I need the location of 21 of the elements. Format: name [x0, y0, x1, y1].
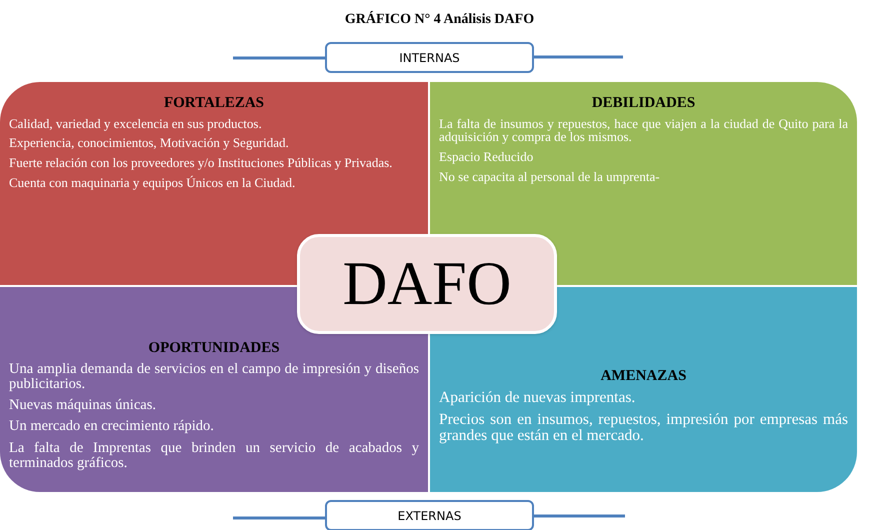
item-text: Cuenta con maquinaria y equipos Únicos en la Ciudad. [9, 176, 296, 190]
item-text: Un mercado en crecimiento rápido. [9, 419, 215, 435]
item-text: Una amplia demanda de servicios en el campo de impresión y diseños publicitarios. [9, 362, 419, 392]
title: GRÁFICO N° 4 Análisis DAFO [344, 10, 536, 29]
item-text: La falta de Imprentas que brinden un servicio de acabados y terminados gráficos. [9, 440, 419, 472]
item-text: Aparición de nuevas imprentas. [439, 390, 636, 406]
item-text: Fuerte relación con los proveedores y/o Instituciones Públicas y Privadas. [9, 156, 394, 170]
item-text: Experiencia, conocimientos, Motivación y Seguridad. [9, 136, 290, 150]
item-text: Nuevas máquinas únicas. [9, 398, 157, 414]
panel-heading: FORTALEZAS [162, 94, 266, 113]
item-text: Calidad, variedad y excelencia en sus productos. [9, 116, 263, 130]
item-text: Espacio Reducido [439, 150, 534, 164]
item-text: Precios son en insumos, repuestos, impresión por empresas más grandes que están en el mercado. [439, 412, 848, 445]
panel-heading: AMENAZAS [600, 367, 688, 386]
label-box: INTERNAS [325, 42, 534, 73]
panel-heading: OPORTUNIDADES [147, 339, 281, 358]
label-box: EXTERNAS [325, 500, 534, 530]
item-text: No se capacita al personal de la umprenta- [439, 170, 661, 184]
item-text: La falta de insumos y repuestos, hace que viajen a la ciudad de Quito para la adquisición y compra de los mismos. [439, 116, 848, 144]
center-box: DAFO [297, 234, 557, 334]
panel-heading: DEBILIDADES [590, 94, 696, 113]
